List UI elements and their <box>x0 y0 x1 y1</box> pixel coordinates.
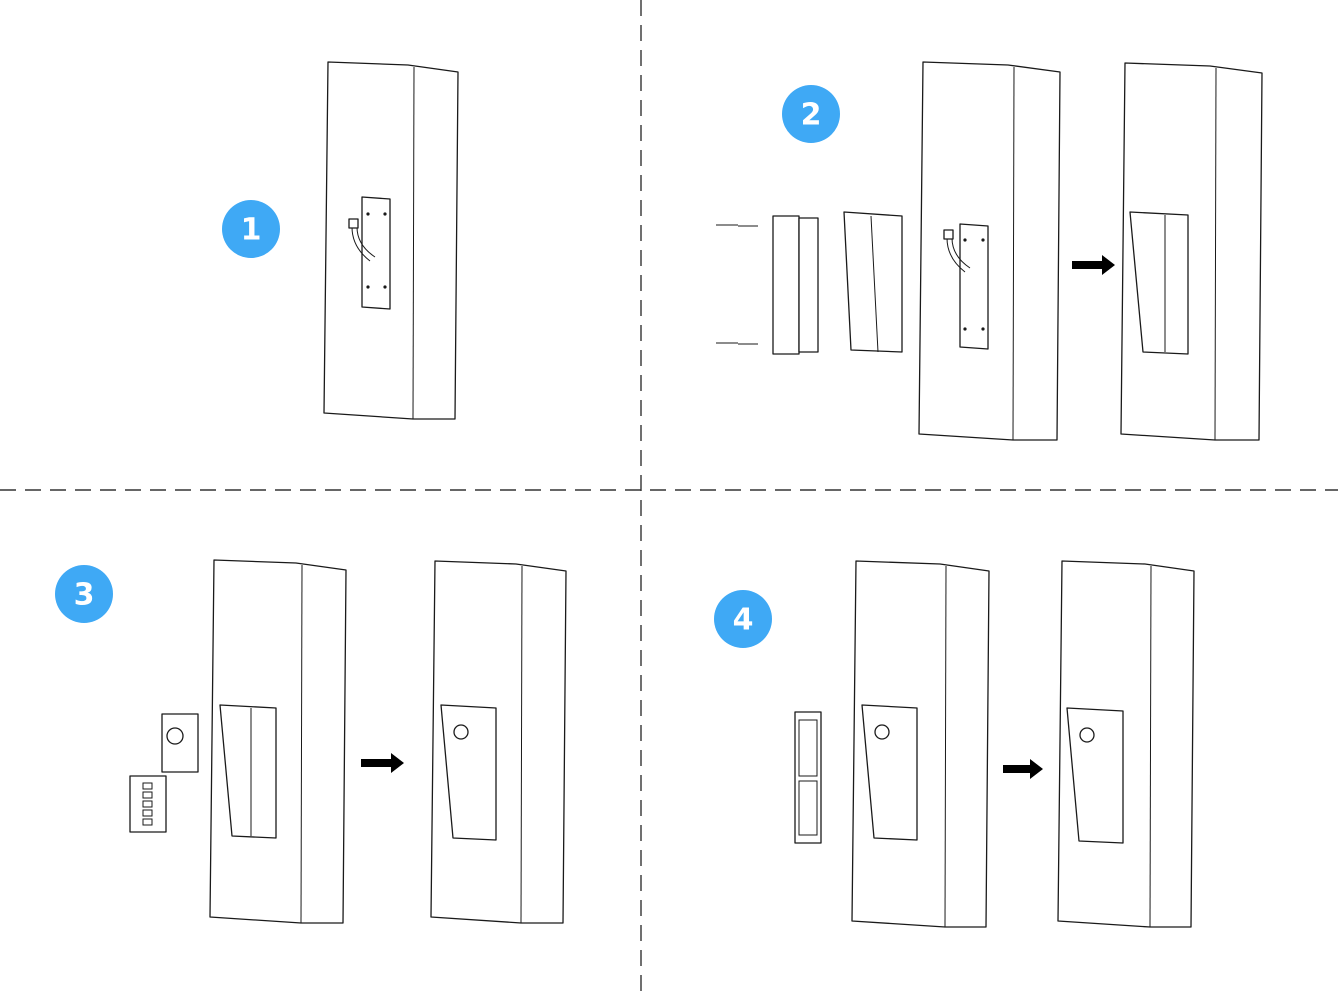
back-box <box>772 215 819 355</box>
camera-lens <box>166 727 184 745</box>
mounting-plate <box>361 196 391 310</box>
cable <box>943 229 971 273</box>
wall <box>918 61 1061 441</box>
wall <box>323 61 459 420</box>
screw <box>716 224 758 227</box>
front-frame <box>794 711 822 844</box>
assembled-device <box>440 704 497 841</box>
mounting-plate <box>959 223 989 350</box>
mounted-back-box <box>219 704 277 839</box>
device-without-frame <box>861 704 918 841</box>
finished-device <box>1066 707 1124 844</box>
arrow-right-icon <box>361 753 404 773</box>
step-number: 1 <box>241 213 262 248</box>
cable <box>348 218 376 262</box>
step-number: 4 <box>733 603 754 638</box>
mounted-back-box <box>1129 211 1189 355</box>
walls <box>209 61 1263 928</box>
arrows <box>361 255 1115 779</box>
parts <box>129 196 1189 844</box>
step-number: 3 <box>74 578 95 613</box>
step-badge-2: 2 <box>782 85 840 143</box>
step-badge-4: 4 <box>714 590 772 648</box>
screw <box>716 342 758 345</box>
arrow-right-icon <box>1072 255 1115 275</box>
step-number: 2 <box>801 98 822 133</box>
keypad-module <box>129 775 167 833</box>
rain-cover <box>843 211 903 353</box>
step-badge-3: 3 <box>55 565 113 623</box>
step-badge-1: 1 <box>222 200 280 258</box>
arrow-right-icon <box>1003 759 1043 779</box>
